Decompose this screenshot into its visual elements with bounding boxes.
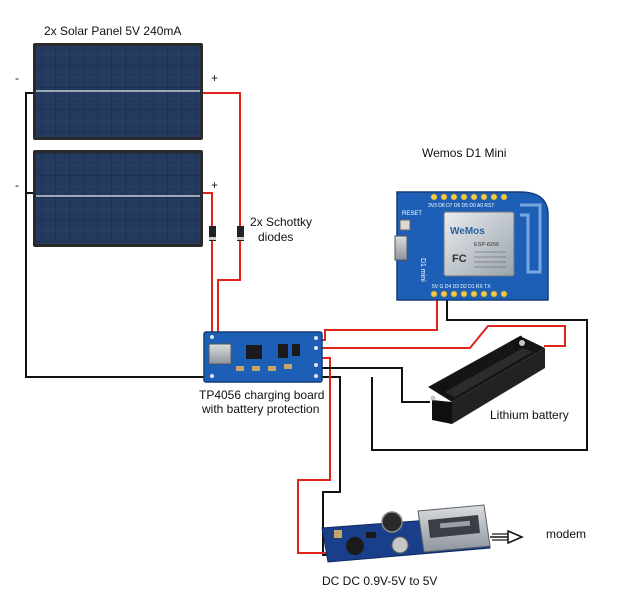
wemos-reset-button [399,219,411,231]
panel2-positive-wire [202,192,213,333]
dcdc-label: DC DC 0.9V-5V to 5V [322,574,437,588]
panel1-negative-wire [25,92,341,556]
modem-arrow [492,529,524,545]
inductor [381,511,403,533]
battery-negative-wire [306,367,430,403]
esp8266-module [443,211,515,277]
capacitor-1 [346,537,364,555]
modem-label: modem [546,527,586,541]
wemos-5v-wire [308,296,438,341]
tp4056-label-line1: TP4056 charging board [199,388,324,402]
esp-module-label: ESP-8266 [474,242,499,248]
wemos-usb-port [394,235,408,261]
protection-chip-2 [292,344,300,356]
wires [25,92,588,556]
panel1-plus-label: + [211,71,218,85]
schottky-label-line1: 2x Schottky [250,215,312,229]
lithium-battery-holder [428,335,545,424]
capacitor-2 [391,536,409,554]
wemos-ground-wire [371,296,588,451]
dcdc-positive-wire [297,357,335,554]
dcdc-converter-board [321,504,491,563]
wemos-d1-mini-board: 3V3 D8 D7 D6 D5 D0 A0 RST 5V G D4 D3 D2 … [394,191,549,301]
panel1-minus-label: - [15,71,19,85]
tp4056-usb-port [208,343,232,365]
panel2-plus-label: + [211,178,218,192]
panel2-minus-label: - [15,178,19,192]
tp4056-label-line2: with battery protection [201,402,319,416]
schottky-label-line2: diodes [258,230,293,244]
fcc-label: FC [452,253,467,265]
panel1-positive-wire [202,92,241,333]
tp4056-chip [246,345,262,359]
schottky-diode-2 [237,226,244,241]
solar-panel-1 [33,43,203,140]
wemos-side-label: D1 mini [419,258,426,282]
wemos-title: Wemos D1 Mini [422,146,506,160]
battery-positive-wire [300,325,566,349]
wemos-logo-label: WeMos [450,226,485,237]
wemos-bottom-pins-label: 5V G D4 D3 D2 D1 RX TX [432,284,491,290]
tp4056-board [203,331,323,383]
battery-label: Lithium battery [490,408,569,422]
protection-chip-1 [278,344,288,358]
solar-panel-2 [33,150,203,247]
wemos-top-pins-label: 3V3 D8 D7 D6 D5 D0 A0 RST [428,203,494,209]
solar-panel-title: 2x Solar Panel 5V 240mA [44,24,181,38]
schottky-diode-1 [209,226,216,241]
wemos-reset-label: RESET [402,211,422,217]
